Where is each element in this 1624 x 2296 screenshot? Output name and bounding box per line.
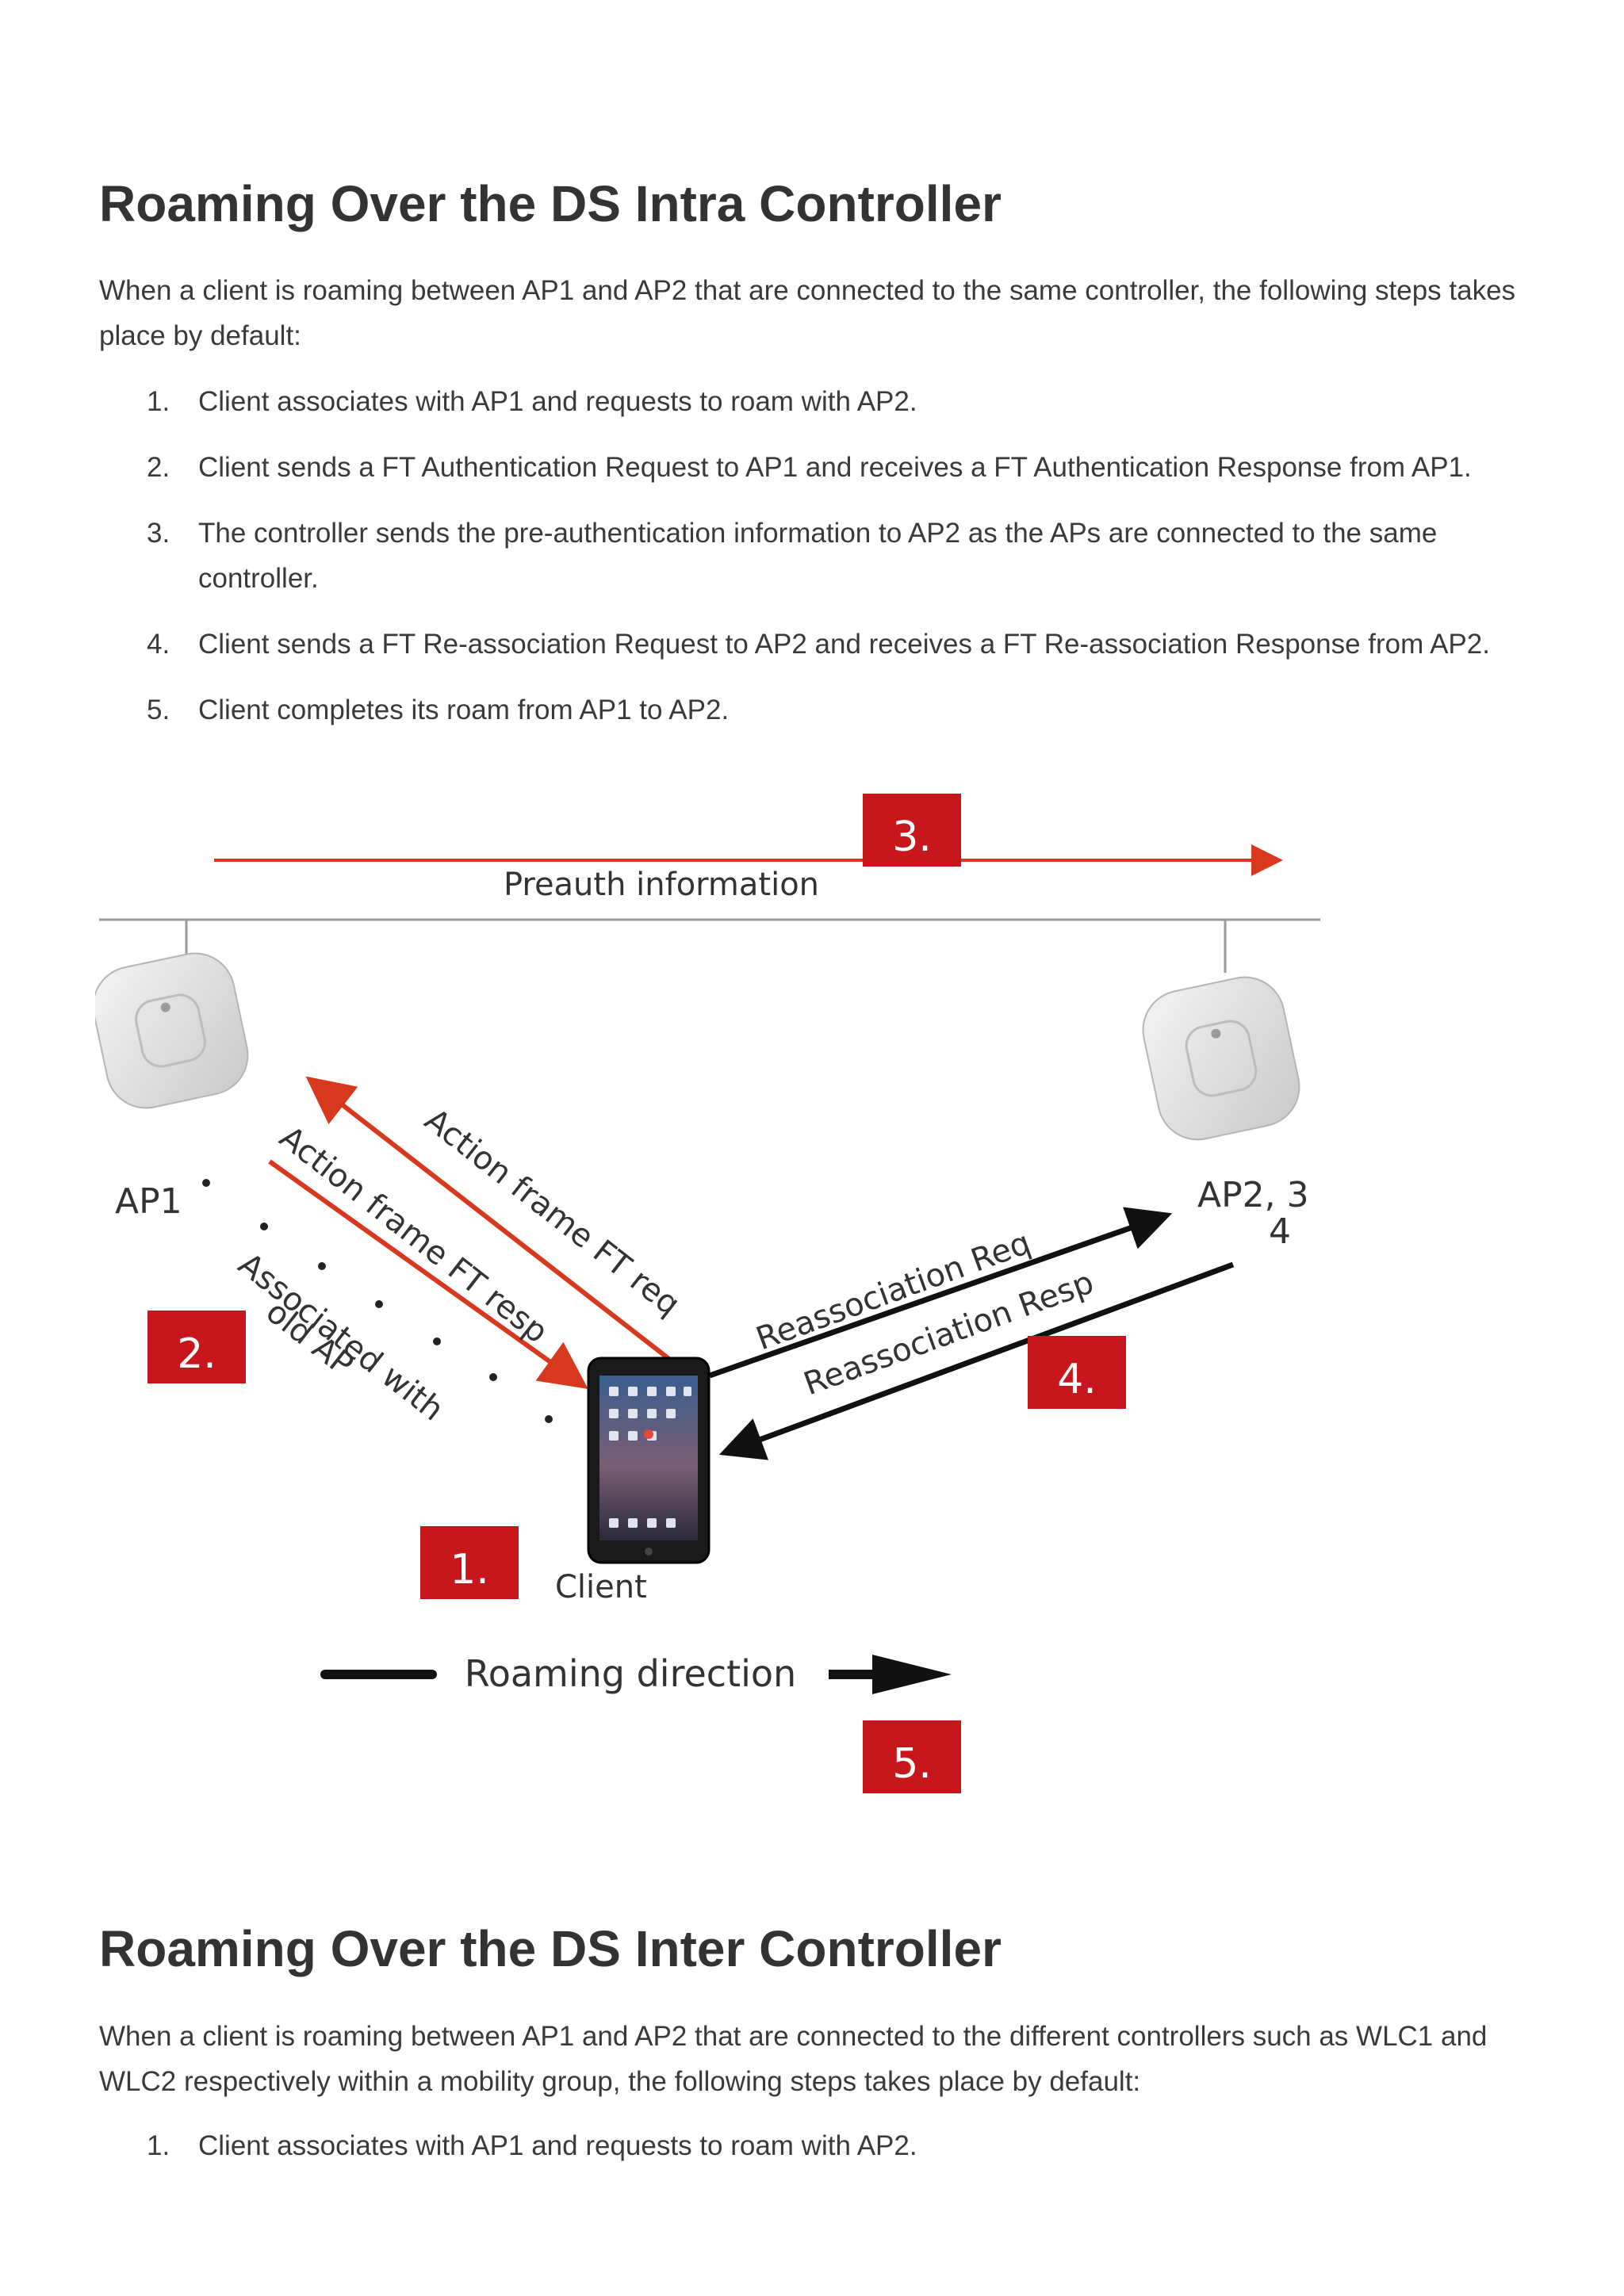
list-number: 2. [147,445,170,490]
list-number: 5. [147,687,170,733]
tablet-icon [588,1358,709,1563]
svg-text:5.: 5. [892,1740,932,1788]
list-item: 3. The controller sends the pre-authentic… [99,511,1558,601]
section2-intro: When a client is roaming between AP1 and… [99,2014,1526,2104]
client-label: Client [555,1569,647,1605]
preauth-label: Preauth information [504,867,819,903]
ap2-label-line2: 4 [1269,1211,1291,1252]
list-number: 3. [147,511,170,556]
step-badge-2: 2. [147,1311,246,1383]
list-text: Client sends a FT Authentication Request… [198,452,1472,483]
list-number: 1. [147,379,170,424]
svg-text:4.: 4. [1057,1356,1097,1403]
list-text: Client associates with AP1 and requests … [198,2130,917,2161]
reassociation-resp-arrow [730,1265,1233,1451]
svg-text:1.: 1. [450,1546,489,1594]
access-point-icon [95,946,255,1115]
svg-text:3.: 3. [892,813,932,861]
step-badge-4: 4. [1028,1336,1126,1409]
section2-steps: 1. Client associates with AP1 and request… [99,2123,1558,2189]
ap2-label: AP2, 3 [1197,1175,1309,1215]
svg-text:2.: 2. [177,1330,216,1378]
step-badge-3: 3. [863,794,961,867]
list-text: Client sends a FT Re-association Request… [198,629,1490,660]
list-item: 1. Client associates with AP1 and request… [99,379,1558,424]
list-number: 4. [147,622,170,667]
access-point-icon [1136,970,1307,1146]
list-text: Client completes its roam from AP1 to AP… [198,695,729,725]
associated-label-line1: Associated with [232,1246,450,1429]
list-number: 1. [147,2123,170,2168]
list-text: Client associates with AP1 and requests … [198,386,917,417]
roaming-diagram: Preauth information AP1 AP2, 3 4 Action … [95,789,1332,1827]
ap1-label: AP1 [115,1181,182,1222]
roaming-direction-arrowhead [872,1655,952,1694]
step-badge-5: 5. [863,1720,961,1793]
list-item: 4. Client sends a FT Re-association Reque… [99,622,1558,667]
list-item: 2. Client sends a FT Authentication Reque… [99,445,1558,490]
list-item: 1. Client associates with AP1 and request… [99,2123,1558,2168]
roaming-direction-label: Roaming direction [465,1652,796,1695]
step-badge-1: 1. [420,1526,519,1599]
section1-steps: 1. Client associates with AP1 and request… [99,379,1558,753]
section1-intro: When a client is roaming between AP1 and… [99,268,1526,358]
section1-title: Roaming Over the DS Intra Controller [99,176,1002,232]
list-text: The controller sends the pre-authenticat… [198,518,1437,594]
list-item: 5. Client completes its roam from AP1 to … [99,687,1558,733]
section2-title: Roaming Over the DS Inter Controller [99,1921,1002,1976]
